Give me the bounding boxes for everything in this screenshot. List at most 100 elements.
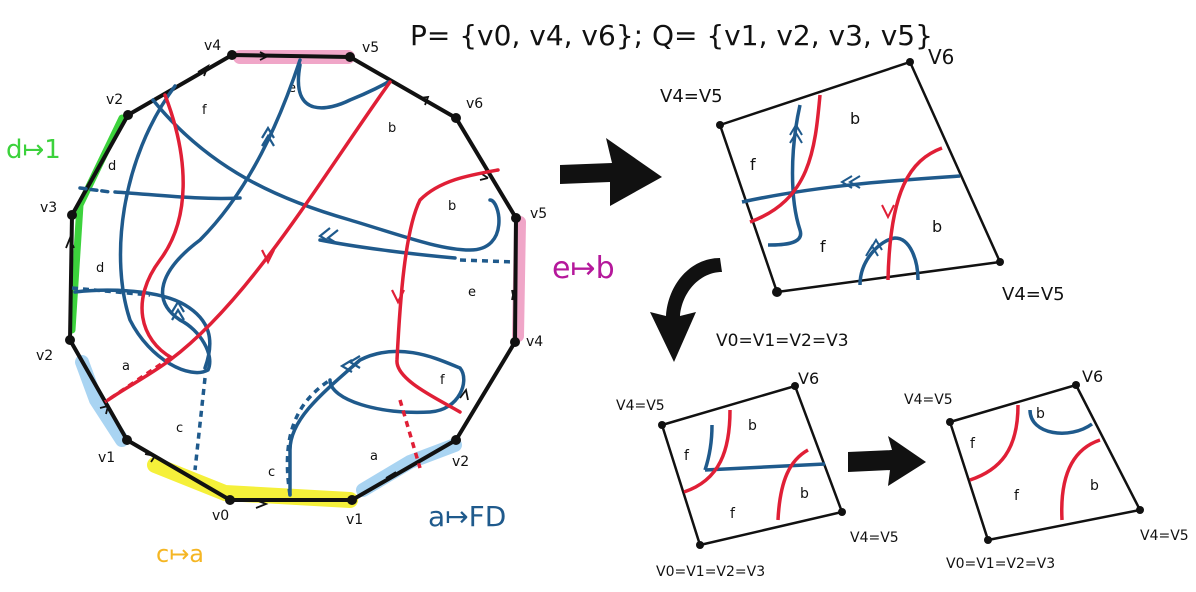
square-2-label-b-right: b: [800, 486, 809, 502]
vertex-label-v2-upper: v2: [106, 92, 123, 108]
square-3-label-f-bottom: f: [1014, 488, 1020, 504]
square-1-blue-h: [741, 174, 961, 204]
red-curve-left: [140, 93, 185, 360]
vertex-label-v1-bottom: v1: [346, 512, 363, 528]
square-1-label-b-right: b: [932, 217, 942, 236]
blue-curve-bottom-right: [288, 349, 466, 497]
dodecagon: v4 v5 v2 v6 v3 v5 v2 v4 v1 v2 v0 v1 e f …: [36, 38, 547, 528]
red-curve-right: [395, 168, 500, 414]
square-1-red-1: [749, 94, 822, 224]
edge-labels: e f b d b d e a f c a c: [96, 81, 476, 480]
square-3: V4=V5 V6 V4=V5 V0=V1=V2=V3 f b b f: [904, 367, 1189, 572]
edge-label-c-bottom: c: [268, 465, 275, 480]
blue-dashed-curves: [71, 258, 516, 496]
square-1-label-b-top: b: [850, 109, 860, 128]
blue-arrow-4: [339, 355, 361, 373]
big-arrow-curve: [650, 258, 722, 362]
square-1: V4=V5 V6 V4=V5 f b b f: [660, 45, 1065, 305]
blue-arrow-2: [318, 227, 339, 245]
vertex-label-v2-left: v2: [36, 348, 53, 364]
blue-curves: [73, 58, 501, 497]
red-dashed-curves: [104, 356, 422, 469]
vertex-label-v0: v0: [212, 508, 229, 524]
vertex-label-v4-right: v4: [526, 334, 543, 350]
edge-label-d-upper: d: [108, 159, 116, 174]
square-3-corner-tl: V4=V5: [904, 392, 953, 408]
highlight-pink-right: [512, 216, 526, 342]
edge-label-f-right: f: [440, 373, 445, 388]
square-1-corner-tr: V6: [928, 45, 954, 69]
highlight-green-left: [68, 114, 126, 334]
blue-curve-upperleft-dash: [78, 186, 112, 194]
edge-label-c-left: c: [176, 421, 183, 436]
blue-arrow-3: [171, 299, 185, 321]
blue-curve-top-loop: [296, 63, 390, 110]
map-a: a↦FD: [428, 500, 506, 533]
map-c: c↦a: [156, 540, 204, 568]
square-2-corner-br: V4=V5: [850, 530, 899, 546]
square-1-corner-br: V4=V5: [1002, 284, 1065, 305]
square-1-blue-v: [767, 104, 803, 247]
square-3-corner-tr: V6: [1082, 367, 1103, 386]
vertex-label-v6: v6: [466, 96, 483, 112]
square-2-label-f-bottom: f: [730, 506, 736, 522]
square-3-caption-below: V0=V1=V2=V3: [946, 556, 1055, 572]
square-3-label-b-top: b: [1036, 406, 1045, 422]
edge-label-d-left: d: [96, 261, 104, 276]
square-3-corner-br: V4=V5: [1140, 528, 1189, 544]
vertex-label-v1-left: v1: [98, 450, 115, 466]
blue-arrow-1: [261, 125, 275, 147]
blue-curve-upperleft-solid: [113, 190, 242, 201]
map-e: e↦b: [552, 251, 615, 286]
square-1-label-f-bottom: f: [820, 237, 826, 256]
vertex-label-v4-top: v4: [204, 38, 221, 54]
square-2-corner-tr: V6: [798, 369, 819, 388]
curve-arrows: [171, 125, 405, 373]
square-1-corner-tl: V4=V5: [660, 86, 723, 107]
red-arrow-1: [261, 249, 275, 265]
square-3-label-b-right: b: [1090, 478, 1099, 494]
vertex-label-v2-right: v2: [452, 454, 469, 470]
red-dash-left: [104, 356, 171, 404]
red-arrow-2: [391, 289, 405, 305]
highlight-lightblue-left: [75, 355, 129, 447]
square-1-blue-loop: [858, 236, 920, 286]
vertex-label-v5-right: v5: [530, 206, 547, 222]
red-dash-right: [398, 399, 422, 469]
big-arrow-right: [560, 138, 662, 206]
blue-curve-upper: [151, 98, 501, 252]
blue-dash-bottom2: [285, 378, 331, 496]
edge-label-a-right: a: [370, 449, 378, 464]
sets-header: P= {v0, v4, v6}; Q= {v1, v2, v3, v5}: [410, 19, 933, 52]
highlight-yellow-bottom: [147, 457, 358, 508]
square-2-corner-tl: V4=V5: [616, 398, 665, 414]
edge-label-e-right: e: [468, 285, 476, 300]
blue-dash-bottom: [193, 377, 207, 471]
edge-label-a-left: a: [122, 359, 130, 374]
edge-label-e-top: e: [288, 81, 296, 96]
square-2-caption-above: V0=V1=V2=V3: [716, 331, 849, 351]
square-3-outline: [948, 383, 1142, 542]
blue-dash-right: [459, 258, 516, 264]
square-2: V4=V5 V6 V4=V5 V0=V1=V2=V3 f b b f: [616, 369, 899, 580]
edge-highlights: [68, 50, 526, 508]
blue-dash-left: [71, 286, 151, 297]
vertex-dots: [65, 50, 521, 505]
edge-label-b-top: b: [388, 121, 396, 136]
vertex-labels: v4 v5 v2 v6 v3 v5 v2 v4 v1 v2 v0 v1: [36, 38, 547, 528]
map-d: d↦1: [6, 135, 61, 165]
transition-arrows: [560, 138, 926, 486]
square-2-label-b-top: b: [748, 418, 757, 434]
square-3-label-f-left: f: [970, 436, 976, 452]
vertex-label-v3: v3: [40, 200, 57, 216]
square-2-caption-below: V0=V1=V2=V3: [656, 564, 765, 580]
square-1-label-f-left: f: [750, 155, 756, 174]
edge-arrows: [65, 51, 515, 509]
big-arrow-right-small: [848, 436, 926, 486]
vertex-label-v5-top: v5: [362, 40, 379, 56]
edge-label-f-top: f: [202, 103, 207, 118]
square-2-label-f-left: f: [684, 448, 690, 464]
edge-label-b-right: b: [448, 199, 456, 214]
blue-curve-long-left: [118, 58, 302, 375]
